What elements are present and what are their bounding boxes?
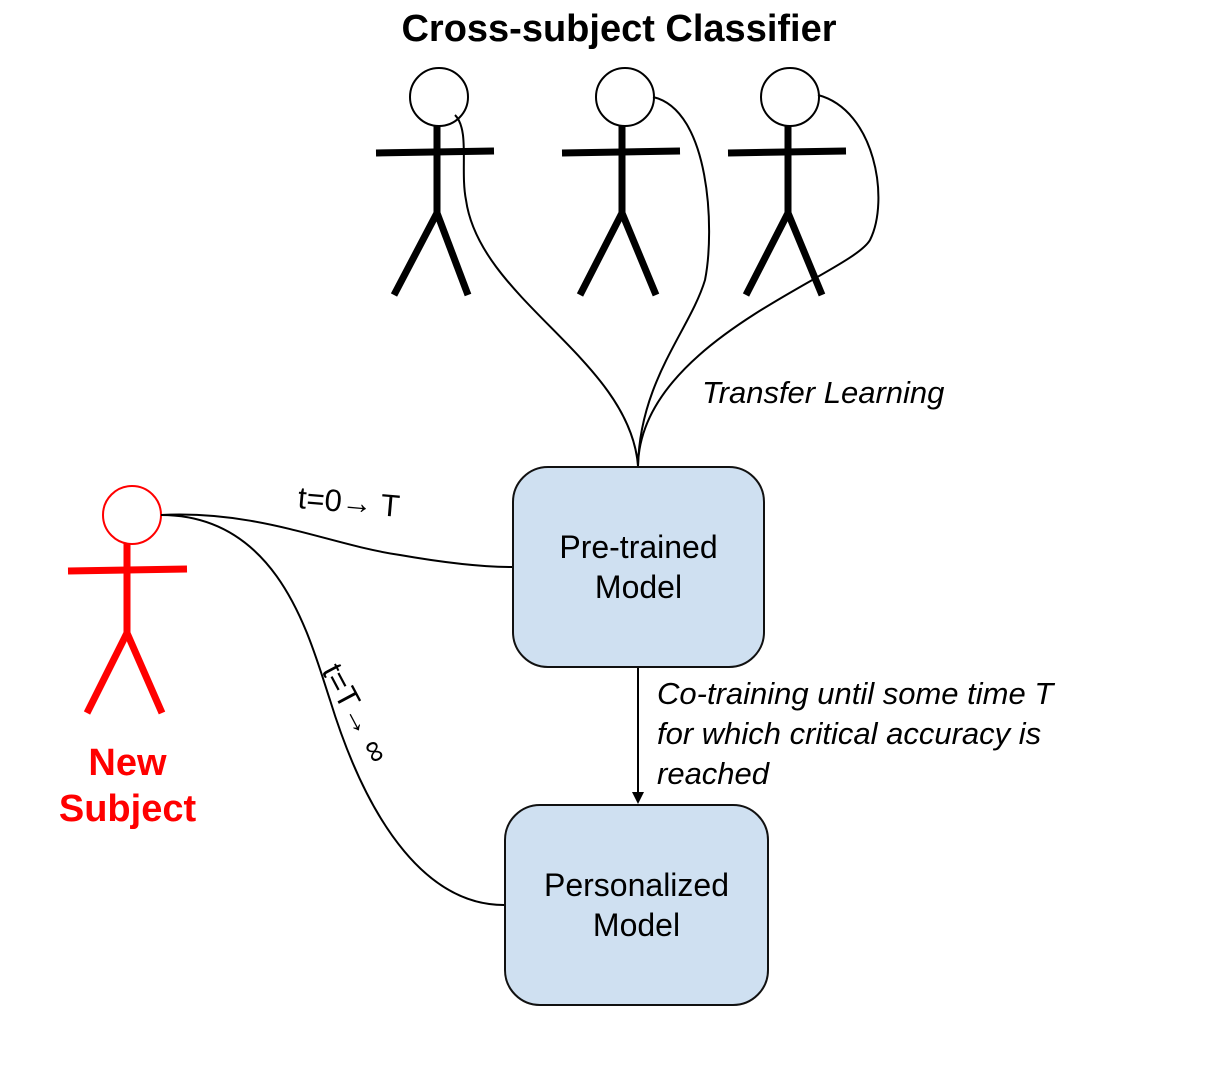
personalized-model-line1: Personalized [544,867,729,903]
stick-figure-2 [561,67,681,297]
transfer-learning-label: Transfer Learning [702,375,945,410]
stick-figure-1 [375,67,495,297]
cotraining-label: Co-training until some time T for which … [657,674,1053,794]
new-subject-line2: Subject [58,788,197,830]
diagram-title: Cross-subject Classifier [401,8,837,50]
pretrained-model-box: Pre-trained Model [512,466,765,668]
cotraining-label-line1: Co-training until some time T [657,676,1054,711]
transfer-connectors [454,94,880,467]
personalized-model-line2: Model [592,907,681,943]
cotraining-label-line3: reached [657,756,770,791]
new-subject-figure [67,485,188,715]
subject-connectors [160,513,513,906]
new-subject-line1: New [88,742,167,784]
pretrained-model-line2: Model [594,569,683,605]
personalized-model-box: Personalized Model [504,804,769,1006]
new-subject-label: New Subject [40,740,215,832]
stick-figure-3 [727,67,847,297]
pretrained-model-line1: Pre-trained [559,529,718,565]
cotraining-label-line2: for which critical accuracy is [657,716,1042,751]
